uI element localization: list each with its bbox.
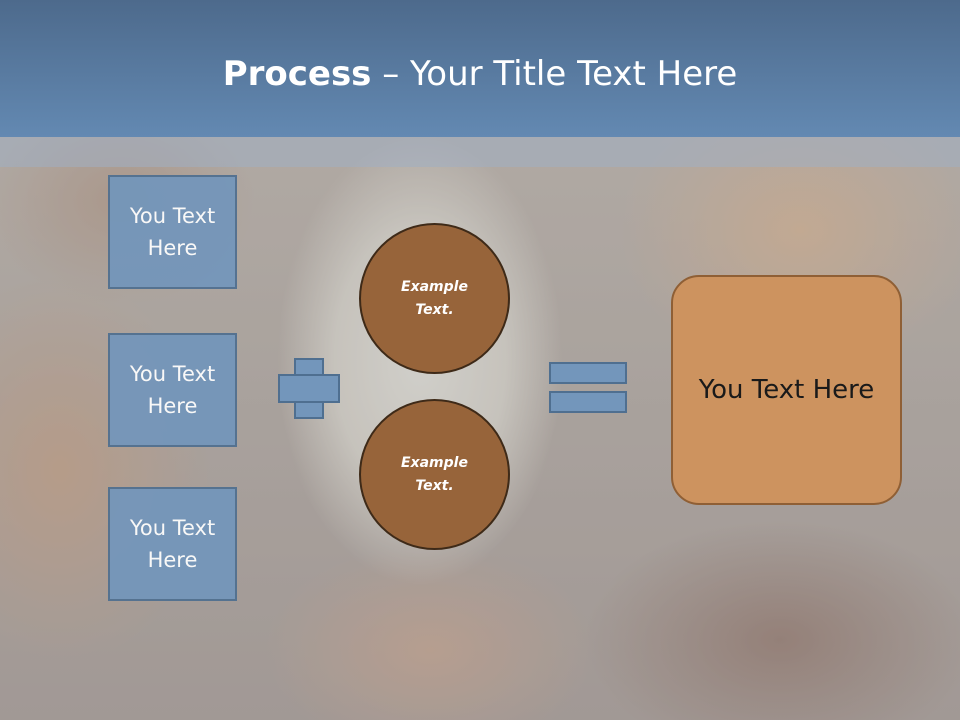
- example-circle-2[interactable]: Example Text.: [359, 399, 510, 550]
- slide-title[interactable]: Process – Your Title Text Here: [0, 50, 960, 98]
- title-bar-strip: [0, 137, 960, 167]
- plus-icon-center: [296, 376, 322, 401]
- example-circle-2-text: Example Text.: [401, 454, 468, 494]
- input-box-3[interactable]: You Text Here: [108, 487, 237, 601]
- title-bar: [0, 0, 960, 137]
- example-circle-1[interactable]: Example Text.: [359, 223, 510, 374]
- result-box[interactable]: You Text Here: [671, 275, 902, 505]
- equals-icon-top: [549, 362, 627, 384]
- example-circle-1-text: Example Text.: [401, 278, 468, 318]
- input-box-1[interactable]: You Text Here: [108, 175, 237, 289]
- input-box-2[interactable]: You Text Here: [108, 333, 237, 447]
- equals-icon-bottom: [549, 391, 627, 413]
- title-bold: Process: [222, 54, 372, 94]
- title-rest: – Your Title Text Here: [371, 54, 738, 94]
